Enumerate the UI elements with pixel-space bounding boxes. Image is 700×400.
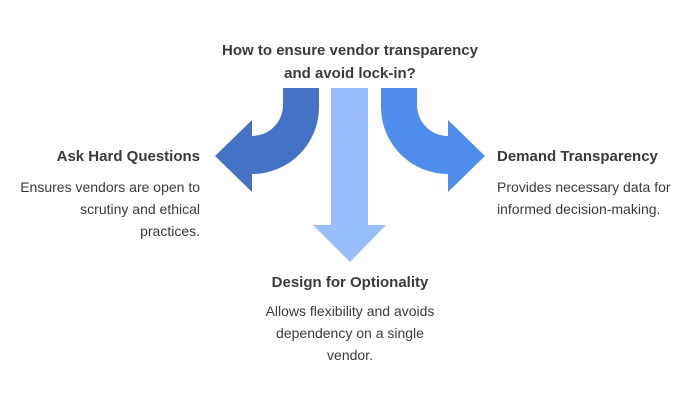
right-curved-arrow-icon <box>381 88 485 192</box>
center-description: Allows flexibility and avoids dependency… <box>200 300 500 366</box>
right-description: Provides necessary data for informed dec… <box>497 176 671 220</box>
body-line: scrutiny and ethical <box>80 201 200 217</box>
center-heading: Design for Optionality <box>271 274 429 291</box>
left-heading: Ask Hard Questions <box>56 148 200 165</box>
body-line: Ensures vendors are open to <box>20 179 200 195</box>
body-line: informed decision-making. <box>497 201 661 217</box>
body-line: dependency on a single <box>276 325 424 341</box>
body-line: Provides necessary data for <box>497 179 671 195</box>
left-curved-arrow-icon <box>215 88 319 192</box>
body-line: vendor. <box>327 347 373 363</box>
left-description: Ensures vendors are open to scrutiny and… <box>20 176 200 242</box>
body-line: Allows flexibility and avoids <box>265 303 435 319</box>
title-line: and avoid lock-in? <box>284 65 416 82</box>
right-heading: Demand Transparency <box>497 148 658 165</box>
title-line: How to ensure vendor transparency <box>222 42 478 59</box>
diagram-title: How to ensure vendor transparency and av… <box>150 39 550 85</box>
down-arrow-icon <box>313 88 386 262</box>
body-line: practices. <box>140 223 200 239</box>
